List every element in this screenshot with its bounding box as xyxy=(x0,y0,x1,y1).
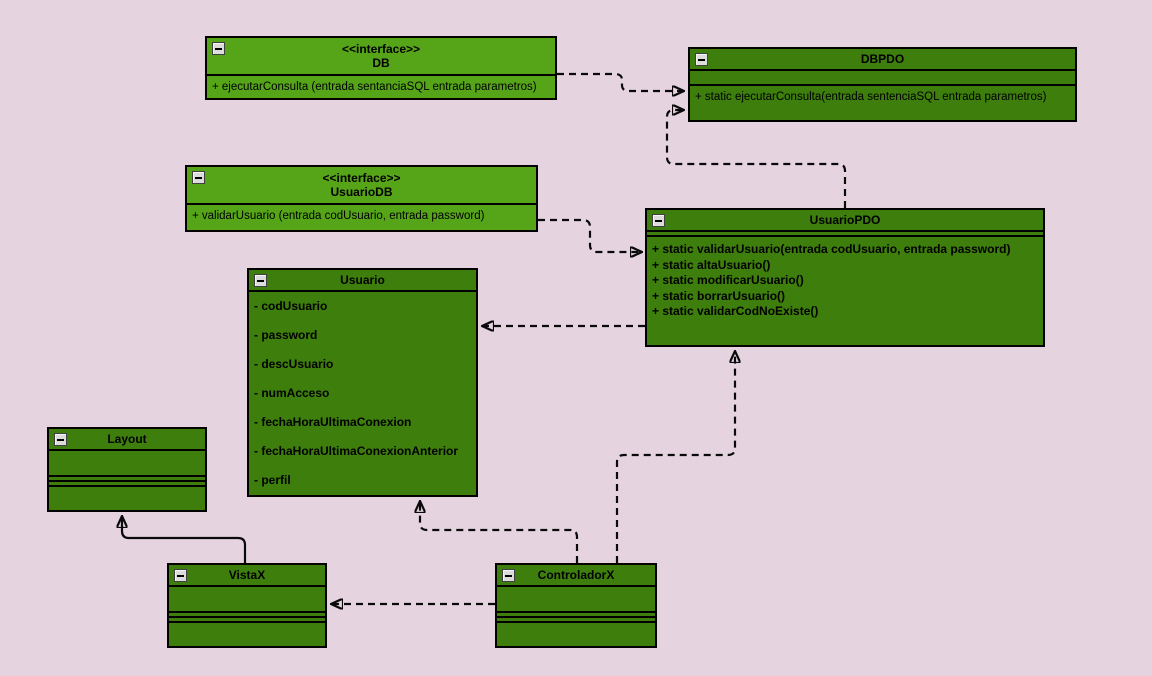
stereotype-label: <<interface>> xyxy=(341,42,421,56)
dependency-controladorx-to-usuariopdo[interactable] xyxy=(615,351,735,563)
methods-compartment: + static ejecutarConsulta(entrada senten… xyxy=(690,86,1075,121)
class-header: <<interface>> UsuarioDB xyxy=(187,167,536,205)
compartment-separator xyxy=(47,477,207,485)
collapse-icon[interactable] xyxy=(54,433,67,446)
class-box-layout[interactable]: Layout xyxy=(47,427,207,512)
method-label: + static altaUsuario() xyxy=(652,257,771,272)
stereotype-label: <<interface>> xyxy=(322,171,401,185)
attributes-compartment xyxy=(169,587,325,613)
methods-compartment: + validarUsuario (entrada codUsuario, en… xyxy=(187,205,536,230)
class-name: UsuarioDB xyxy=(330,185,393,199)
attributes-compartment: - codUsuario - password - descUsuario - … xyxy=(249,292,476,495)
collapse-icon[interactable] xyxy=(212,42,225,55)
attributes-compartment xyxy=(497,587,655,613)
dependency-usuariopdo-to-dbpdo[interactable] xyxy=(665,110,847,208)
class-header: DBPDO xyxy=(690,49,1075,71)
compartment-separator xyxy=(495,613,657,621)
collapse-icon[interactable] xyxy=(695,53,708,66)
class-box-usuario[interactable]: Usuario - codUsuario - password - descUs… xyxy=(247,268,478,497)
attribute-label: - descUsuario xyxy=(254,357,334,371)
class-name: ControladorX xyxy=(537,568,615,582)
class-box-dbpdo[interactable]: DBPDO + static ejecutarConsulta(entrada … xyxy=(688,47,1077,122)
collapse-icon[interactable] xyxy=(254,274,267,287)
class-header: ControladorX xyxy=(497,565,655,587)
class-box-vistax[interactable]: VistaX xyxy=(167,563,327,648)
methods-compartment: + ejecutarConsulta (entrada sentanciaSQL… xyxy=(207,76,555,98)
methods-compartment xyxy=(497,620,655,647)
generalization-vistax-to-layout[interactable] xyxy=(122,516,247,563)
attribute-label: - fechaHoraUltimaConexionAnterior xyxy=(254,444,459,458)
method-label: + static validarCodNoExiste() xyxy=(652,304,819,318)
class-header: Usuario xyxy=(249,270,476,292)
method-label: + static ejecutarConsulta(entrada senten… xyxy=(695,90,1047,103)
method-label: + static validarUsuario(entrada codUsuar… xyxy=(652,242,1011,256)
class-name: DBPDO xyxy=(860,52,905,66)
collapse-icon[interactable] xyxy=(174,569,187,582)
class-name: UsuarioPDO xyxy=(809,213,881,227)
class-header: UsuarioPDO xyxy=(647,210,1043,232)
attribute-label: - perfil xyxy=(254,473,291,487)
class-name: Layout xyxy=(107,432,147,446)
collapse-icon[interactable] xyxy=(192,171,205,184)
method-label: + validarUsuario (entrada codUsuario, en… xyxy=(192,210,485,222)
class-box-usuariodb[interactable]: <<interface>> UsuarioDB + validarUsuario… xyxy=(185,165,538,232)
method-label: + static modificarUsuario() xyxy=(652,273,804,287)
attribute-label: - numAcceso xyxy=(254,386,330,400)
attribute-label: - codUsuario xyxy=(254,299,328,313)
methods-compartment xyxy=(49,484,205,511)
methods-compartment xyxy=(169,620,325,647)
class-box-db[interactable]: <<interface>> DB + ejecutarConsulta (ent… xyxy=(205,36,557,100)
class-name: Usuario xyxy=(340,273,385,287)
dependency-usuariodb-to-usuariopdo[interactable] xyxy=(538,218,642,252)
class-header: Layout xyxy=(49,429,205,451)
attributes-compartment xyxy=(647,232,1043,237)
class-box-usuariopdo[interactable]: UsuarioPDO + static validarUsuario(entra… xyxy=(645,208,1045,347)
method-label: + ejecutarConsulta (entrada sentanciaSQL… xyxy=(212,81,537,93)
attributes-compartment xyxy=(49,451,205,477)
attribute-label: - password xyxy=(254,328,318,342)
collapse-icon[interactable] xyxy=(502,569,515,582)
compartment-separator xyxy=(167,613,327,621)
dependency-db-to-dbpdo[interactable] xyxy=(557,72,684,91)
method-label: + static borrarUsuario() xyxy=(652,288,786,303)
methods-compartment: + static validarUsuario(entrada codUsuar… xyxy=(647,237,1043,345)
class-box-controladorx[interactable]: ControladorX xyxy=(495,563,657,648)
attributes-compartment xyxy=(690,71,1075,86)
class-header: <<interface>> DB xyxy=(207,38,555,76)
class-name: DB xyxy=(372,56,390,70)
attribute-label: - fechaHoraUltimaConexion xyxy=(254,415,412,429)
collapse-icon[interactable] xyxy=(652,214,665,227)
class-header: VistaX xyxy=(169,565,325,587)
dependency-controladorx-to-usuario[interactable] xyxy=(420,501,579,563)
class-name: VistaX xyxy=(228,568,266,582)
